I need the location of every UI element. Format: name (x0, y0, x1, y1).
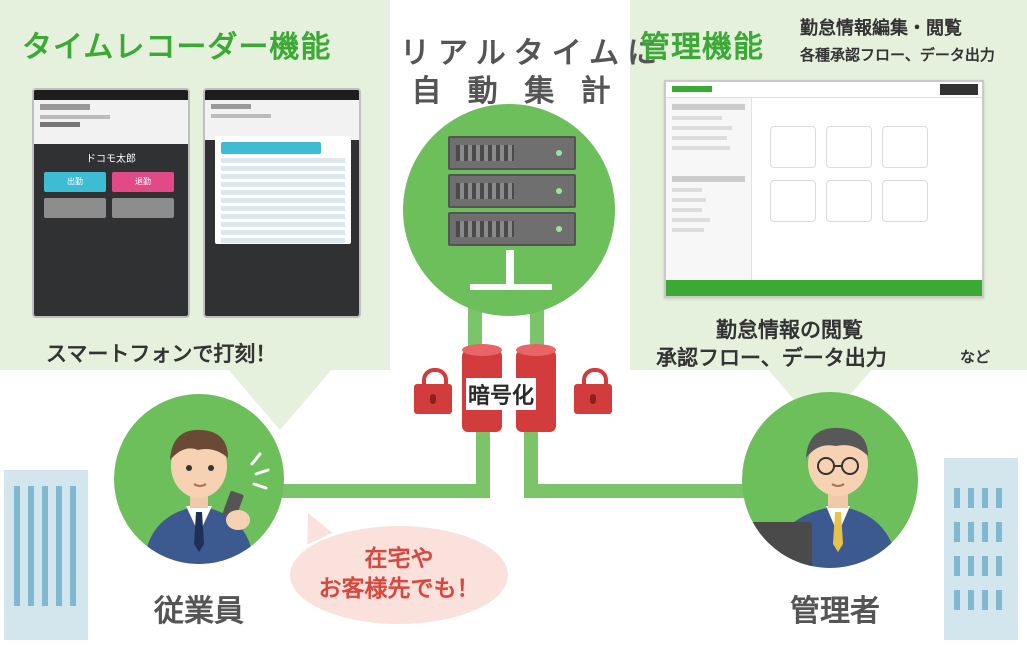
admin-caption-line2: 承認フロー、データ出力 (656, 346, 887, 370)
speech-bubble-line2: お客様先でも！ (318, 576, 480, 602)
right-pipe-lower (524, 428, 538, 498)
timerecorder-title: タイムレコーダー機能 (22, 30, 332, 65)
left-pipe-lower (476, 428, 490, 498)
admin-subtitle-line1: 勤怠情報編集・閲覧 (800, 18, 962, 39)
daily-data-tile[interactable] (770, 126, 816, 168)
center-title-line1: リアルタイムに (400, 36, 666, 71)
manager-pipe (524, 484, 754, 498)
phone-screen-table (203, 88, 361, 318)
break-end-button[interactable] (112, 198, 174, 218)
network-stem (506, 250, 514, 286)
timecard-table (215, 136, 351, 244)
phone-user-name: ドコモ太郎 (86, 154, 136, 165)
admin-sidebar (666, 98, 752, 282)
employee-label: 従業員 (154, 594, 244, 629)
break-start-button[interactable] (44, 198, 106, 218)
monthly-data-tile[interactable] (882, 126, 928, 168)
clock-out-button[interactable]: 退勤 (112, 172, 174, 192)
export-tile[interactable] (882, 180, 928, 222)
admin-caption-line1: 勤怠情報の閲覧 (716, 318, 863, 342)
speech-bubble (290, 526, 508, 624)
server-rack-1 (448, 136, 576, 170)
admin-footer (666, 280, 982, 296)
timerecorder-caption: スマートフォンで打刻！ (46, 342, 277, 366)
center-title-line2: 自 動 集 計 (411, 74, 619, 109)
server-rack-2 (448, 174, 576, 208)
schedule-tile[interactable] (770, 180, 816, 222)
admin-title: 管理機能 (640, 30, 764, 65)
speech-bubble-line1: 在宅や (364, 546, 434, 572)
admin-subtitle-line2: 各種承認フロー、データ出力 (800, 46, 995, 64)
manager-avatar (742, 392, 918, 568)
lock-icon (414, 368, 452, 414)
timecard-tile[interactable] (826, 126, 872, 168)
admin-dashboard-screen (664, 80, 984, 298)
office-building-icon (944, 458, 1018, 640)
search-tile[interactable] (826, 180, 872, 222)
speech-bubble-text: 在宅や お客様先でも！ (290, 544, 508, 604)
phone-screen-punch: ドコモ太郎 出勤 退勤 (32, 88, 190, 318)
encryption-label: 暗号化 (466, 378, 537, 410)
manager-label: 管理者 (790, 594, 880, 629)
server-rack-3 (448, 212, 576, 246)
network-bar (470, 284, 552, 290)
employee-avatar (114, 394, 284, 564)
admin-caption-suffix: など (960, 348, 991, 366)
right-pipe-upper (530, 300, 544, 358)
clock-in-button[interactable]: 出勤 (44, 172, 106, 192)
left-pipe-upper (468, 300, 482, 358)
employee-pipe (275, 484, 490, 498)
office-building-icon (4, 470, 88, 640)
lock-icon (574, 368, 612, 414)
